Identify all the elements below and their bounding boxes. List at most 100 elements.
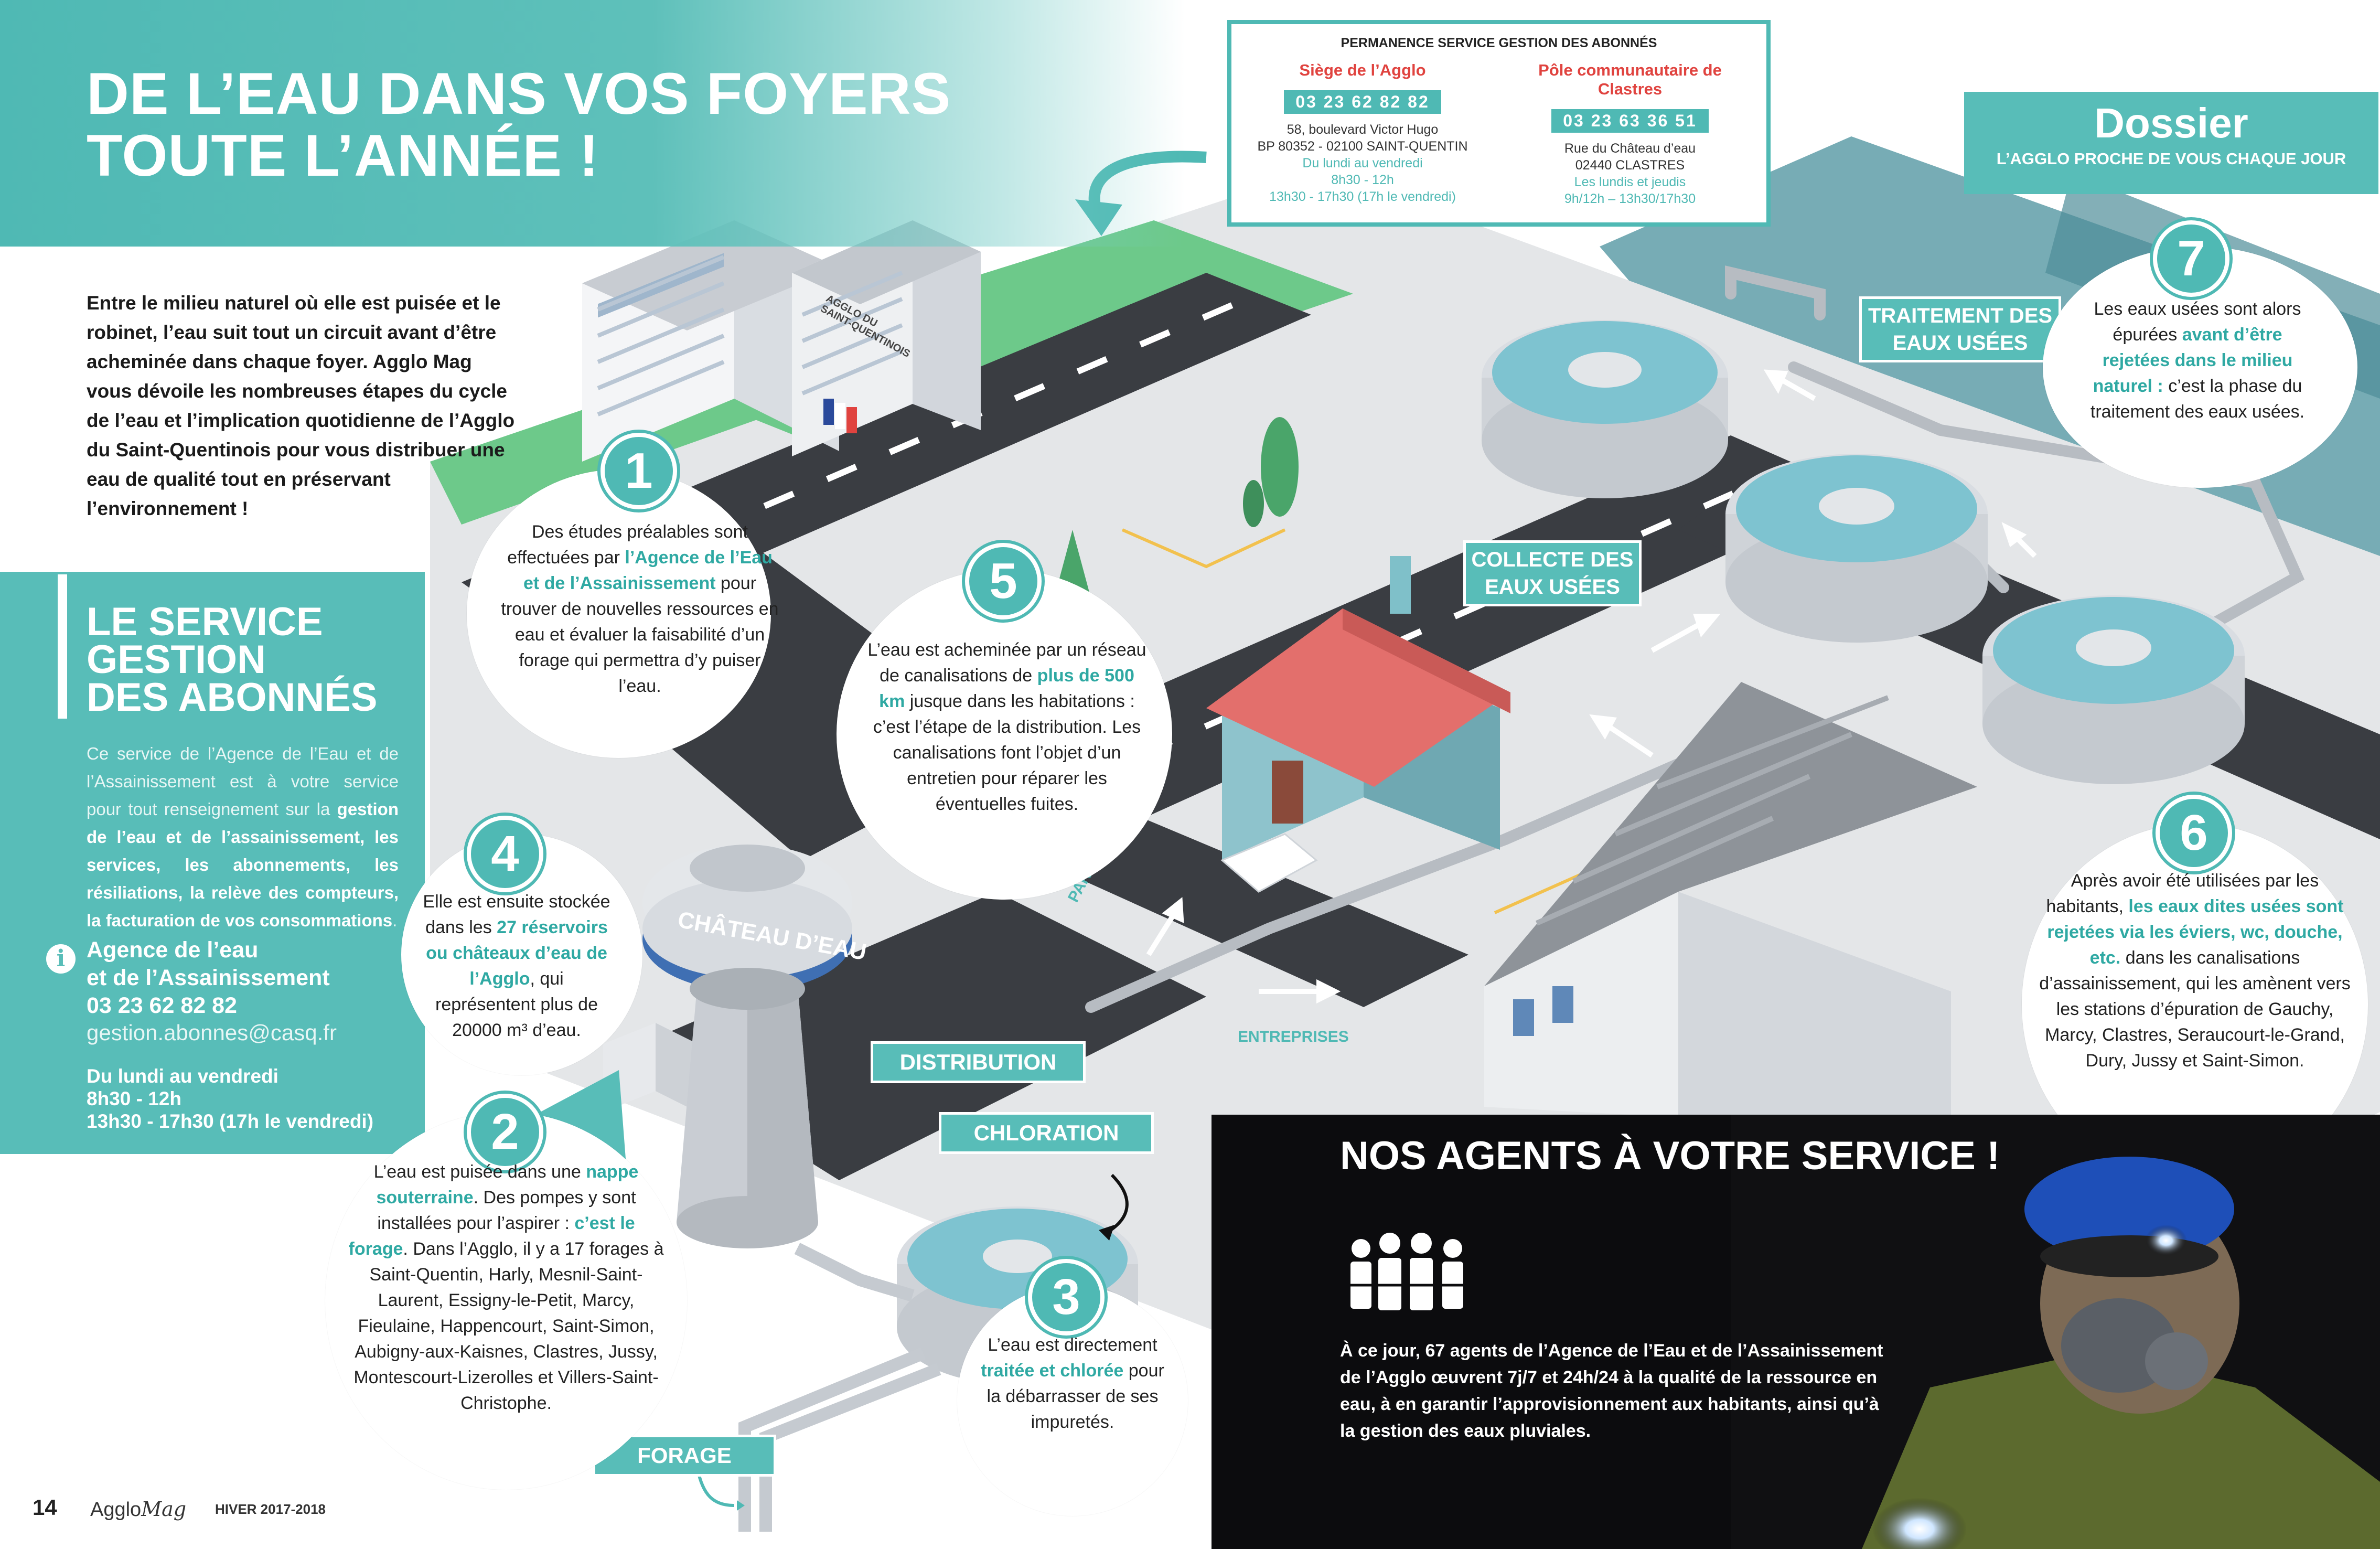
step-4-number: 4 xyxy=(467,816,543,892)
service-description: Ce service de l’Agence de l’Eau et de l’… xyxy=(87,740,399,934)
agency-name-1: Agence de l’eau xyxy=(87,937,259,963)
step-7-number: 7 xyxy=(2153,220,2229,297)
agency-hours: Du lundi au vendredi 8h30 - 12h 13h30 - … xyxy=(87,1065,373,1133)
agents-group-icon xyxy=(1350,1233,1463,1310)
magazine-logo-mag: Mag xyxy=(141,1498,187,1521)
step-6-text-a: Après avoir été utilisées par les habita… xyxy=(2046,871,2319,916)
service-text-end: . xyxy=(392,911,398,930)
step-4-text-b: , qui représentent plus de 20000 m³ d’ea… xyxy=(435,969,598,1040)
agency-phone[interactable]: 03 23 62 82 82 xyxy=(87,993,237,1018)
magazine-logo: AggloMag xyxy=(90,1498,186,1521)
step-6-number: 6 xyxy=(2156,795,2232,871)
title-line-2: TOUTE L’ANNÉE ! xyxy=(87,123,599,188)
label-distribution: DISTRIBUTION xyxy=(871,1041,1086,1083)
dossier-title: Dossier xyxy=(2094,100,2248,146)
step-1-highlight: l’Agence de l’Eau et de l’Assainissement xyxy=(523,548,773,593)
step-7-highlight: avant d’être rejetées dans le milieu nat… xyxy=(2093,325,2293,396)
contact-left-address-2: BP 80352 - 02100 SAINT-QUENTIN xyxy=(1257,139,1468,154)
step-7-text-b: c’est la phase du traitement des eaux us… xyxy=(2090,376,2305,422)
step-1-number: 1 xyxy=(601,433,677,509)
step-5-text-b: jusque dans les habitations : c’est l’ét… xyxy=(873,691,1141,814)
agency-hours-2: 8h30 - 12h xyxy=(87,1088,181,1109)
agency-hours-1: Du lundi au vendredi xyxy=(87,1065,278,1087)
step-6-text-b: dans les canalisations d’assainissement,… xyxy=(2039,948,2351,1071)
step-4-text: Elle est ensuite stockée dans les 27 rés… xyxy=(420,889,614,1043)
step-2-bubble xyxy=(325,1112,687,1490)
step-6-text: Après avoir été utilisées par les habita… xyxy=(2035,868,2355,1074)
contact-right: Pôle communautaire de Clastres 03 23 63 … xyxy=(1504,61,1756,207)
agency-hours-3: 13h30 - 17h30 (17h le vendredi) xyxy=(87,1110,374,1132)
contact-left-hours-1: 8h30 - 12h xyxy=(1331,173,1394,187)
contact-right-address-2: 02440 CLASTRES xyxy=(1575,158,1685,173)
contact-left-name: Siège de l’Agglo xyxy=(1299,61,1426,79)
agent-photo xyxy=(1731,1115,2380,1549)
step-2-highlight-2: c’est le forage xyxy=(348,1213,635,1259)
contact-heading: PERMANENCE SERVICE GESTION DES ABONNÉS xyxy=(1341,36,1657,50)
step-5-highlight: plus de 500 km xyxy=(879,666,1134,711)
step-7-text-a: Les eaux usées sont alors épurées xyxy=(2094,299,2301,345)
contact-left-hours-2: 13h30 - 17h30 (17h le vendredi) xyxy=(1269,189,1456,204)
contact-right-days: Les lundis et jeudis xyxy=(1574,175,1686,189)
page-title: DE L’EAU DANS VOS FOYERS TOUTE L’ANNÉE ! xyxy=(87,63,951,187)
step-6-highlight: les eaux dites usées sont rejetées via l… xyxy=(2047,896,2344,968)
magazine-logo-agglo: Agglo xyxy=(90,1499,142,1521)
service-title-line-1: LE SERVICE xyxy=(87,600,323,644)
service-title-line-3: DES ABONNÉS xyxy=(87,675,378,720)
label-traitement: TRAITEMENT DES EAUX USÉES xyxy=(1859,296,2061,362)
step-3-text: L’eau est directement traitée et chlorée… xyxy=(981,1332,1164,1435)
contact-right-name: Pôle communautaire de Clastres xyxy=(1538,61,1722,98)
contact-left: Siège de l’Agglo 03 23 62 82 82 58, boul… xyxy=(1237,61,1488,205)
info-icon: i xyxy=(46,944,76,974)
label-entreprises: ENTREPRISES xyxy=(1238,1028,1349,1045)
step-3-number: 3 xyxy=(1028,1259,1105,1336)
dossier-subtitle: L’AGGLO PROCHE DE VOUS CHAQUE JOUR xyxy=(1996,149,2346,168)
step-1-bubble xyxy=(467,469,771,758)
step-1-text-a: Des études préalables sont effectuées pa… xyxy=(507,522,748,568)
agents-title: NOS AGENTS À VOTRE SERVICE ! xyxy=(1340,1134,2000,1178)
label-collecte: COLLECTE DES EAUX USÉES xyxy=(1463,540,1642,606)
step-3-highlight: traitée et chlorée xyxy=(981,1361,1124,1381)
step-5-bubble xyxy=(837,569,1172,900)
step-1-text-b: pour trouver de nouvelles ressources en … xyxy=(501,573,779,696)
service-title-line-2: GESTION xyxy=(87,637,266,682)
step-5-text-a: L’eau est acheminée par un réseau de can… xyxy=(867,640,1146,686)
step-2-text-c: . Dans l’Agglo, il y a 17 forages à Sain… xyxy=(353,1239,664,1413)
contact-right-address-1: Rue du Château d’eau xyxy=(1564,141,1696,156)
page-number: 14 xyxy=(33,1495,57,1520)
step-4-text-a: Elle est ensuite stockée dans les xyxy=(423,892,610,937)
step-3-text-b: pour la débarrasser de ses impuretés. xyxy=(987,1361,1164,1432)
agency-email[interactable]: gestion.abonnes@casq.fr xyxy=(87,1020,337,1045)
service-text-start: Ce service de l’Agence de l’Eau et de l’… xyxy=(87,744,399,819)
agents-text: À ce jour, 67 agents de l’Agence de l’Ea… xyxy=(1340,1341,1883,1441)
step-3-text-a: L’eau est directement xyxy=(988,1335,1157,1355)
step-1-text: Des études préalables sont effectuées pa… xyxy=(501,519,779,699)
service-text-bold: gestion de l’eau et de l’assainissement,… xyxy=(87,799,399,930)
contact-left-phone[interactable]: 03 23 62 82 82 xyxy=(1284,90,1441,114)
service-title: LE SERVICE GESTION DES ABONNÉS xyxy=(87,600,378,720)
agency-name-2: et de l’Assainissement xyxy=(87,965,330,990)
service-panel xyxy=(0,572,425,1154)
panel-accent-bar xyxy=(58,574,67,719)
step-2-text: L’eau est puisée dans une nappe souterra… xyxy=(346,1159,666,1416)
step-2-number: 2 xyxy=(467,1094,543,1170)
title-band xyxy=(0,0,1185,247)
intro-text: Entre le milieu naturel où elle est puis… xyxy=(87,292,515,519)
step-7-text: Les eaux usées sont alors épurées avant … xyxy=(2077,296,2318,425)
label-forage: FORAGE xyxy=(593,1435,776,1477)
contact-left-address-1: 58, boulevard Victor Hugo xyxy=(1287,122,1439,137)
label-chloration: CHLORATION xyxy=(939,1112,1154,1154)
step-4-highlight: 27 réservoirs ou châteaux d’eau de l’Agg… xyxy=(426,917,608,989)
title-line-1: DE L’EAU DANS VOS FOYERS xyxy=(87,61,951,126)
agency-contact: Agence de l’eau et de l’Assainissement 0… xyxy=(87,936,330,1020)
contact-left-days: Du lundi au vendredi xyxy=(1302,156,1423,170)
step-2-text-a: L’eau est puisée dans une xyxy=(373,1162,586,1182)
step-5-number: 5 xyxy=(965,543,1042,619)
issue-season: HIVER 2017-2018 xyxy=(215,1501,326,1517)
step-5-text: L’eau est acheminée par un réseau de can… xyxy=(865,637,1149,817)
contact-box: PERMANENCE SERVICE GESTION DES ABONNÉS S… xyxy=(1227,20,1771,227)
step-2-text-b: . Des pompes y sont installées pour l’as… xyxy=(377,1188,636,1233)
dossier-banner: Dossier L’AGGLO PROCHE DE VOUS CHAQUE JO… xyxy=(1964,92,2378,194)
step-2-highlight: nappe souterraine xyxy=(376,1162,639,1208)
contact-right-phone[interactable]: 03 23 63 36 51 xyxy=(1551,109,1709,133)
contact-right-hours-1: 9h/12h – 13h30/17h30 xyxy=(1564,191,1696,206)
